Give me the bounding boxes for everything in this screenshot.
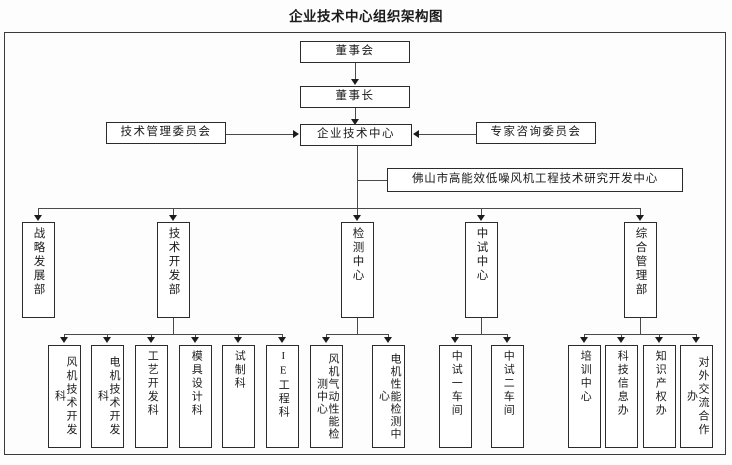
connector-center-to-research — [357, 180, 387, 181]
node-expert-committee[interactable]: 专家咨询委员会 — [476, 122, 596, 144]
connector-admin-child-1 — [584, 334, 585, 339]
connector-testing-stem — [357, 318, 358, 334]
connector-techdev-child-4 — [195, 334, 196, 339]
leaf-fan-aero-testing[interactable]: 风机气动性能检测中心 — [310, 345, 343, 448]
leaf-external-cooperation[interactable]: 对外交流合作办 — [680, 345, 713, 448]
arrow-admin-child-2 — [617, 337, 625, 343]
connector-pilot-bus — [455, 334, 507, 335]
arrow-admin-child-4 — [692, 337, 700, 343]
leaf-ie-engineering[interactable]: IE工程科 — [266, 345, 299, 448]
connector-admin-child-4 — [696, 334, 697, 339]
leaf-training-center[interactable]: 培训中心 — [568, 345, 601, 448]
page-title: 企业技术中心组织架构图 — [289, 9, 443, 24]
arrow-testing-child-1 — [322, 337, 330, 343]
connector-admin-bus — [584, 334, 696, 335]
department-bus — [38, 208, 640, 209]
arrow-pilot-child-1 — [451, 337, 459, 343]
arrow-techdev-child-2 — [103, 337, 111, 343]
connector-techdev-child-5 — [238, 334, 239, 339]
arrow-techdev-child-6 — [278, 337, 286, 343]
node-board[interactable]: 董事会 — [300, 41, 410, 63]
connector-techdev-stem — [173, 318, 174, 334]
connector-admin-child-2 — [621, 334, 622, 339]
arrow-pilot-child-2 — [503, 337, 511, 343]
leaf-trial-manufacture[interactable]: 试制科 — [222, 345, 255, 448]
node-dept-strategy[interactable]: 战略发展部 — [22, 222, 55, 318]
leaf-sci-tech-info[interactable]: 科技信息办 — [605, 345, 638, 448]
arrow-board-to-chairman — [351, 79, 359, 85]
arrow-bus-to-testing — [353, 215, 361, 221]
connector-testing-child-2 — [388, 334, 389, 339]
leaf-process-dev[interactable]: 工艺开发科 — [135, 345, 168, 448]
connector-board-to-chairman — [355, 63, 356, 81]
arrow-techdev-child-5 — [234, 337, 242, 343]
connector-expert-to-center — [419, 134, 476, 135]
arrow-bus-to-admin — [636, 215, 644, 221]
connector-mgmt-to-center — [226, 134, 294, 135]
connector-techdev-bus — [64, 334, 282, 335]
node-dept-tech-dev[interactable]: 技术开发部 — [157, 222, 190, 318]
connector-testing-bus — [326, 334, 388, 335]
node-tech-mgmt-committee[interactable]: 技术管理委员会 — [106, 122, 226, 144]
arrow-admin-child-3 — [655, 337, 663, 343]
arrow-bus-to-strategy — [34, 215, 42, 221]
connector-center-trunk — [357, 146, 358, 208]
node-tech-center[interactable]: 企业技术中心 — [300, 124, 412, 146]
leaf-intellectual-property[interactable]: 知识产权办 — [643, 345, 676, 448]
arrow-techdev-child-1 — [60, 337, 68, 343]
connector-techdev-child-3 — [151, 334, 152, 339]
arrow-bus-to-pilot — [477, 215, 485, 221]
connector-techdev-child-2 — [107, 334, 108, 339]
node-dept-testing[interactable]: 检测中心 — [341, 222, 374, 318]
node-research-center[interactable]: 佛山市高能效低噪风机工程技术研究开发中心 — [387, 168, 683, 192]
leaf-mold-design[interactable]: 模具设计科 — [179, 345, 212, 448]
connector-pilot-stem — [481, 318, 482, 334]
arrow-techdev-child-3 — [147, 337, 155, 343]
connector-testing-child-1 — [326, 334, 327, 339]
arrow-chairman-to-center — [351, 119, 359, 125]
connector-techdev-child-6 — [282, 334, 283, 339]
leaf-motor-tech-dev[interactable]: 电机技术开发科 — [91, 345, 124, 448]
connector-admin-child-3 — [659, 334, 660, 339]
node-dept-pilot[interactable]: 中试中心 — [465, 222, 498, 318]
arrow-mgmt-to-center — [293, 130, 299, 138]
leaf-motor-perf-testing[interactable]: 电机性能检测中心 — [372, 345, 405, 448]
connector-chairman-to-center — [355, 108, 356, 121]
node-chairman[interactable]: 董事长 — [300, 86, 410, 108]
leaf-fan-tech-dev[interactable]: 风机技术开发科 — [48, 345, 81, 448]
connector-bus-to-testing — [357, 208, 358, 217]
arrow-testing-child-2 — [384, 337, 392, 343]
connector-bus-to-strategy — [38, 208, 39, 217]
arrow-expert-to-center — [413, 130, 419, 138]
connector-bus-to-techdev — [173, 208, 174, 217]
connector-techdev-child-1 — [64, 334, 65, 339]
connector-pilot-child-2 — [507, 334, 508, 339]
leaf-pilot-workshop-2[interactable]: 中试二车间 — [491, 345, 524, 448]
connector-bus-to-pilot — [481, 208, 482, 217]
connector-admin-stem — [640, 318, 641, 334]
arrow-techdev-child-4 — [191, 337, 199, 343]
arrow-admin-child-1 — [580, 337, 588, 343]
node-dept-admin[interactable]: 综合管理部 — [624, 222, 657, 318]
connector-pilot-child-1 — [455, 334, 456, 339]
leaf-pilot-workshop-1[interactable]: 中试一车间 — [439, 345, 472, 448]
arrow-bus-to-techdev — [169, 215, 177, 221]
connector-bus-to-admin — [640, 208, 641, 217]
